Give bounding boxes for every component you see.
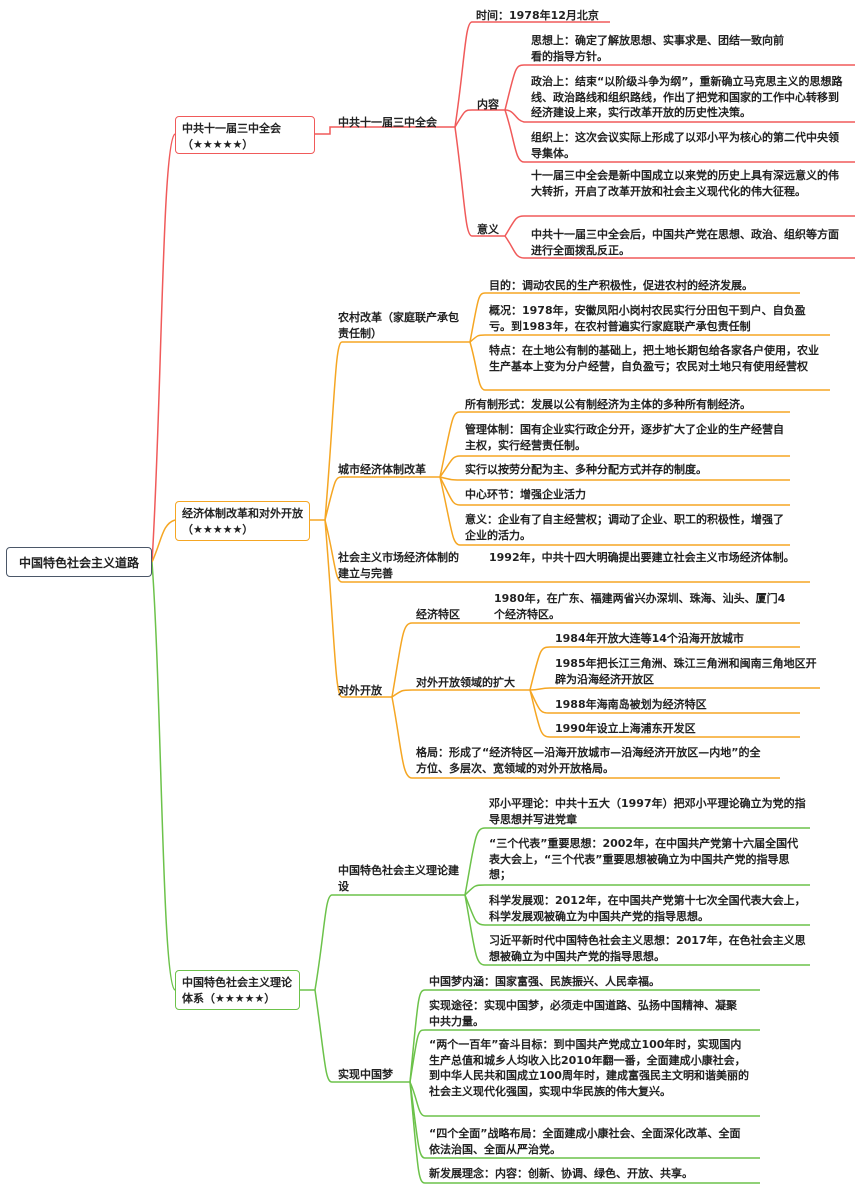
content-item: 思想上：确定了解放思想、实事求是、团结一致向前看的指导方针。 [531,34,784,63]
time-node: 时间：1978年12月北京 [476,9,599,22]
rural-item: 概况：1978年，安徽凤阳小岗村农民实行分田包干到户、自负盈亏。到1983年，在… [489,304,806,333]
branch-node-third-plenum[interactable]: 中共十一届三中全会（★★★★★） [175,116,315,154]
rural-item: 特点：在土地公有制的基础上，把土地长期包给各家各户使用，农业生产基本上变为分户经… [489,344,819,373]
rural-item: 目的：调动农民的生产积极性，促进农村的经济发展。 [489,279,753,292]
dream-item: 新发展理念：内容：创新、协调、绿色、开放、共享。 [429,1167,693,1180]
expand-item: 1988年海南岛被划为经济特区 [555,698,707,711]
market-item: 1992年，中共十四大明确提出要建立社会主义市场经济体制。 [489,551,795,564]
content-item: 组织上：这次会议实际上形成了以邓小平为核心的第二代中央领导集体。 [531,131,839,160]
urban-item: 意义：企业有了自主经营权；调动了企业、职工的积极性，增强了企业的活力。 [465,513,784,542]
branch-node-theory-system[interactable]: 中国特色社会主义理论体系（★★★★★） [175,970,300,1010]
meaning-label: 意义 [477,223,499,236]
topic-theory-building: 中国特色社会主义理论建设 [338,864,459,893]
root-node[interactable]: 中国特色社会主义道路 [6,547,152,577]
urban-item: 中心环节：增强企业活力 [465,488,586,501]
topic-chinese-dream: 实现中国梦 [338,1068,393,1081]
pattern-item: 格局：形成了“经济特区—沿海开放城市—沿海经济开放区—内地”的全方位、多层次、宽… [416,746,761,775]
expand-label: 对外开放领域的扩大 [416,676,515,689]
theory-item: 科学发展观：2012年，在中国共产党第十七次全国代表大会上，科学发展观被确立为中… [489,894,806,923]
content-item: 政治上：结束“以阶级斗争为纲”，重新确立马克思主义的思想路线、政治路线和组织路线… [531,75,843,119]
expand-item: 1984年开放大连等14个沿海开放城市 [555,632,744,645]
topic-rural-reform: 农村改革（家庭联产承包责任制） [338,311,459,340]
meaning-item: 十一届三中全会是新中国成立以来党的历史上具有深远意义的伟大转折，开启了改革开放和… [531,169,839,198]
topic-third-plenum: 中共十一届三中全会 [338,116,437,129]
dream-item: “两个一百年”奋斗目标：到中国共产党成立100年时，实现国内生产总值和城乡人均收… [429,1038,749,1098]
dream-item: 实现途径：实现中国梦，必须走中国道路、弘扬中国精神、凝聚中共力量。 [429,999,737,1028]
urban-item: 实行以按劳分配为主、多种分配方式并存的制度。 [465,463,707,476]
urban-item: 所有制形式：发展以公有制经济为主体的多种所有制经济。 [465,398,751,411]
meaning-item: 中共十一届三中全会后，中国共产党在思想、政治、组织等方面进行全面拨乱反正。 [531,228,839,257]
content-label: 内容 [477,98,499,111]
theory-item: 习近平新时代中国特色社会主义思想：2017年，在色社会主义思想被确立为中国共产党… [489,934,806,963]
branch-node-economic-reform[interactable]: 经济体制改革和对外开放（★★★★★） [175,501,310,541]
sez-item: 1980年，在广东、福建两省兴办深圳、珠海、汕头、厦门4个经济特区。 [494,592,786,621]
topic-opening-up: 对外开放 [338,684,382,697]
dream-item: 中国梦内涵：国家富强、民族振兴、人民幸福。 [429,975,660,988]
sez-label: 经济特区 [416,608,460,621]
urban-item: 管理体制：国有企业实行政企分开，逐步扩大了企业的生产经营自主权，实行经营责任制。 [465,423,784,452]
expand-item: 1985年把长江三角洲、珠江三角洲和闽南三角地区开辟为沿海经济开放区 [555,657,817,686]
expand-item: 1990年设立上海浦东开发区 [555,722,696,735]
topic-market-economy: 社会主义市场经济体制的建立与完善 [338,551,459,580]
theory-item: “三个代表”重要思想：2002年，在中国共产党第十六届全国代表大会上，“三个代表… [489,837,799,881]
topic-urban-reform: 城市经济体制改革 [338,463,426,476]
dream-item: “四个全面”战略布局：全面建成小康社会、全面深化改革、全面依法治国、全面从严治党… [429,1127,741,1156]
theory-item: 邓小平理论：中共十五大（1997年）把邓小平理论确立为党的指导思想并写进党章 [489,797,806,826]
